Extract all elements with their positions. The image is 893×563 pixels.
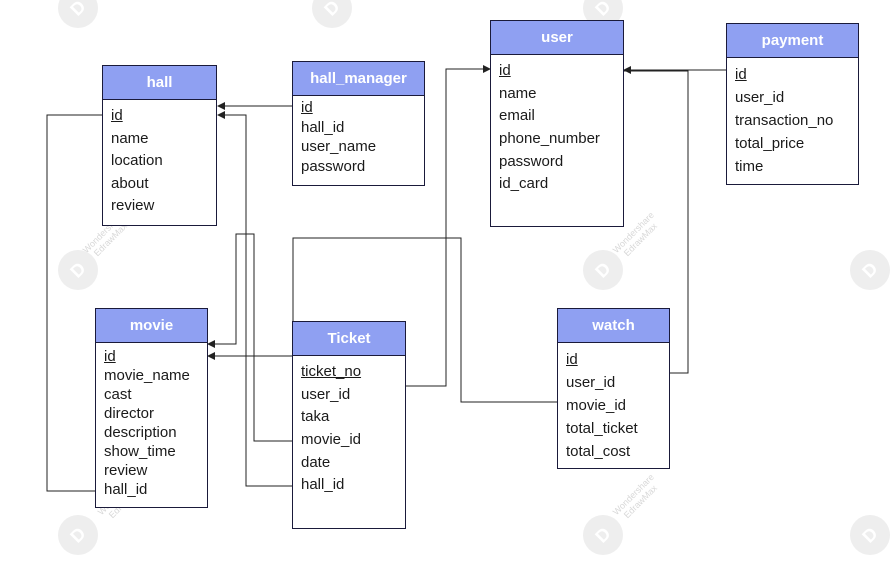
watch-entity-title: watch	[558, 309, 669, 343]
hall-manager-field-user-name: user_name	[301, 138, 377, 155]
movie-field-hall-id: hall_id	[104, 481, 148, 498]
payment-field-time: time	[735, 158, 764, 175]
payment-field-id: id	[735, 66, 747, 83]
ticket-field-taka: taka	[301, 408, 330, 426]
hall-manager-fields: id hall_id user_name password	[293, 96, 424, 176]
hall-entity[interactable]: hall id name location about review	[102, 65, 217, 226]
watch-fields: id user_id movie_id total_ticket total_cost	[558, 343, 669, 463]
user-field-email: email	[499, 107, 535, 125]
hall-entity-title: hall	[103, 66, 216, 100]
hall-field-location: location	[111, 152, 163, 169]
ticket-entity-title: Ticket	[293, 322, 405, 356]
connector-ticket-movie-to-movie	[207, 233, 292, 442]
movie-field-movie-name: movie_name	[104, 367, 190, 384]
user-field-name: name	[499, 84, 537, 102]
payment-entity-title: payment	[727, 24, 858, 58]
hall-fields: id name location about review	[103, 100, 216, 218]
watch-field-id: id	[566, 351, 578, 368]
ticket-field-user-id: user_id	[301, 385, 351, 403]
ticket-field-movie-id: movie_id	[301, 431, 362, 449]
ticket-field-hall-id: hall_id	[301, 476, 345, 494]
hall-manager-field-hall-id: hall_id	[301, 118, 345, 136]
user-field-id-card: id_card	[499, 175, 549, 193]
movie-field-review: review	[104, 462, 148, 479]
relationship-connectors	[46, 65, 726, 492]
watch-field-total-ticket: total_ticket	[566, 420, 638, 437]
movie-field-show-time: show_time	[104, 443, 176, 460]
hall-manager-entity-title: hall_manager	[293, 62, 424, 96]
watch-field-movie-id: movie_id	[566, 397, 627, 414]
payment-entity[interactable]: payment id user_id transaction_no total_pri…	[726, 23, 859, 185]
connector-watch-movie-to-movie	[207, 237, 557, 403]
connector-ticket-hall-to-hall	[217, 111, 292, 487]
movie-field-description: description	[104, 424, 177, 441]
hall-field-name: name	[111, 129, 149, 147]
movie-field-director: director	[104, 405, 155, 422]
user-field-id: id	[499, 62, 511, 79]
movie-entity-title: movie	[96, 309, 207, 343]
movie-field-cast: cast	[104, 386, 132, 403]
connector-watch-user-to-user	[624, 70, 689, 374]
payment-field-transaction-no: transaction_no	[735, 112, 834, 129]
watch-field-user-id: user_id	[566, 374, 616, 391]
connector-movie-to-hall	[46, 114, 102, 492]
hall-field-about: about	[111, 174, 149, 192]
hall-manager-field-id: id	[301, 99, 313, 116]
hall-field-id: id	[111, 107, 123, 124]
user-field-password: password	[499, 152, 564, 170]
ticket-field-ticket-no: ticket_no	[301, 363, 362, 380]
hall-field-review: review	[111, 197, 155, 214]
hall-manager-entity[interactable]: hall_manager id hall_id user_name password	[292, 61, 425, 186]
payment-field-total-price: total_price	[735, 135, 805, 152]
movie-field-id: id	[104, 348, 116, 365]
user-entity[interactable]: user id name email phone_number password id_c…	[490, 20, 624, 227]
user-fields: id name email phone_number password id_card	[491, 55, 623, 196]
connector-ticket-user-to-user	[406, 65, 491, 387]
user-field-phone-number: phone_number	[499, 130, 600, 148]
watch-field-total-cost: total_cost	[566, 443, 631, 460]
hall-manager-field-password: password	[301, 157, 366, 175]
payment-field-user-id: user_id	[735, 89, 785, 106]
ticket-field-date: date	[301, 453, 331, 471]
user-entity-title: user	[491, 21, 623, 55]
